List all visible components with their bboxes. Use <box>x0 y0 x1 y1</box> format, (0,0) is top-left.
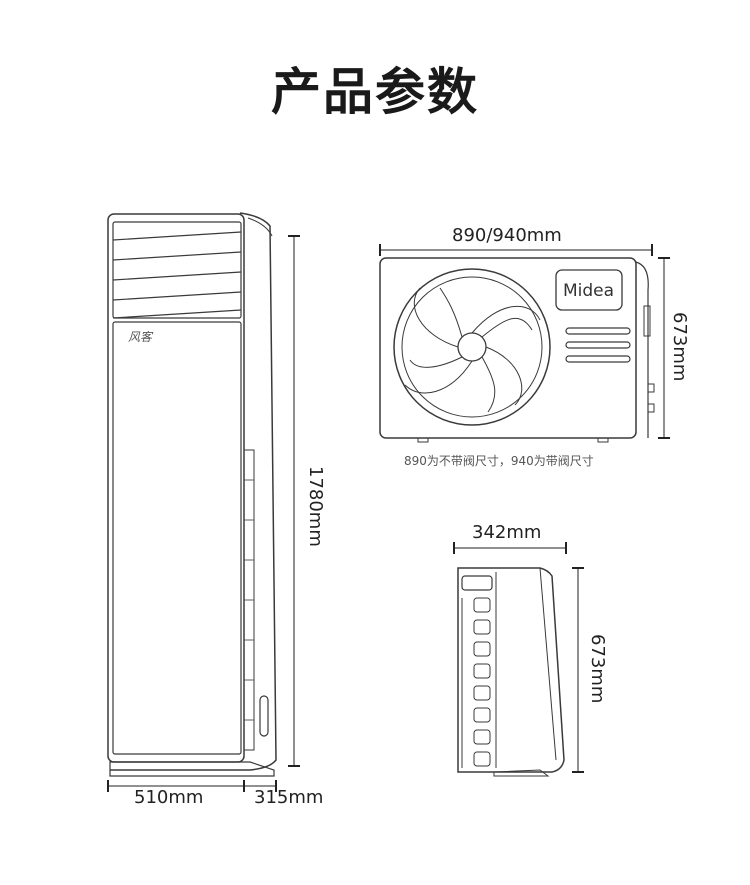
outdoor-front-height-label: 673mm <box>669 312 690 382</box>
brand-badge <box>555 269 623 311</box>
indoor-unit-drawing <box>107 212 277 777</box>
outdoor-depth-label: 342mm <box>472 522 542 543</box>
indoor-depth-label: 315mm <box>254 787 324 808</box>
outdoor-side-dimension-lines <box>453 542 584 773</box>
valve-note: 890为不带阀尺寸，940为带阀尺寸 <box>404 454 594 468</box>
indoor-height-label: 1780mm <box>305 466 326 547</box>
indoor-logo: 风客 <box>128 330 153 344</box>
brand-logo: Midea <box>563 281 615 301</box>
outdoor-side-drawing <box>457 567 565 777</box>
outdoor-width-label: 890/940mm <box>452 225 562 246</box>
outdoor-side-height-label: 673mm <box>587 634 608 704</box>
outdoor-side-body <box>457 567 565 773</box>
page-title: 产品参数 <box>271 63 479 121</box>
outdoor-front-body <box>379 257 637 439</box>
indoor-dimension-lines <box>107 235 300 792</box>
fan-grille <box>393 268 551 426</box>
outdoor-front-dimension-lines <box>379 244 670 439</box>
indoor-width-label: 510mm <box>134 787 204 808</box>
outdoor-front-drawing <box>379 257 655 443</box>
